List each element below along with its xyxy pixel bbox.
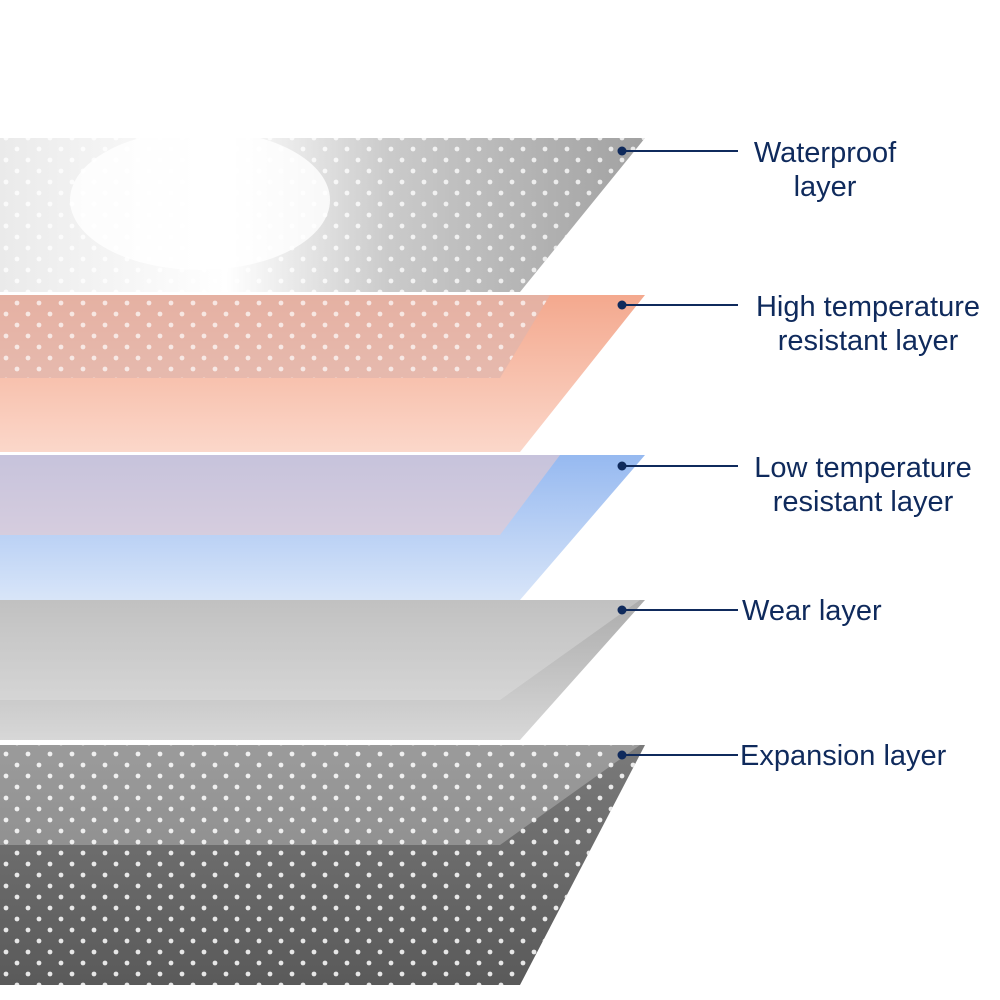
waterproof-sheet — [0, 130, 645, 292]
wear-sheet — [0, 600, 645, 740]
label-wear: Wear layer — [742, 594, 882, 628]
expansion-sheet — [0, 745, 645, 985]
label-high-temp-line2: resistant layer — [777, 325, 959, 357]
label-waterproof-line2: layer — [793, 171, 857, 203]
leader-high-temp — [617, 300, 738, 310]
leader-expansion — [617, 750, 738, 760]
label-low-temp: Low temperature resistant layer — [740, 451, 986, 519]
label-high-temp: High temperature resistant layer — [740, 290, 996, 358]
label-wear-line1: Wear layer — [742, 595, 882, 627]
label-high-temp-line1: High temperature — [755, 291, 981, 323]
low-temp-sheet — [0, 455, 645, 600]
leader-lines — [617, 146, 738, 760]
label-low-temp-line1: Low temperature — [754, 452, 972, 484]
leader-low-temp — [617, 461, 738, 471]
label-waterproof-line1: Waterproof — [753, 137, 897, 169]
label-expansion: Expansion layer — [740, 739, 946, 773]
label-low-temp-line2: resistant layer — [772, 486, 954, 518]
label-waterproof: Waterproof layer — [740, 136, 910, 204]
high-temp-sheet — [0, 295, 645, 452]
leader-waterproof — [617, 146, 738, 156]
leader-wear — [617, 605, 738, 615]
label-expansion-line1: Expansion layer — [740, 740, 947, 772]
